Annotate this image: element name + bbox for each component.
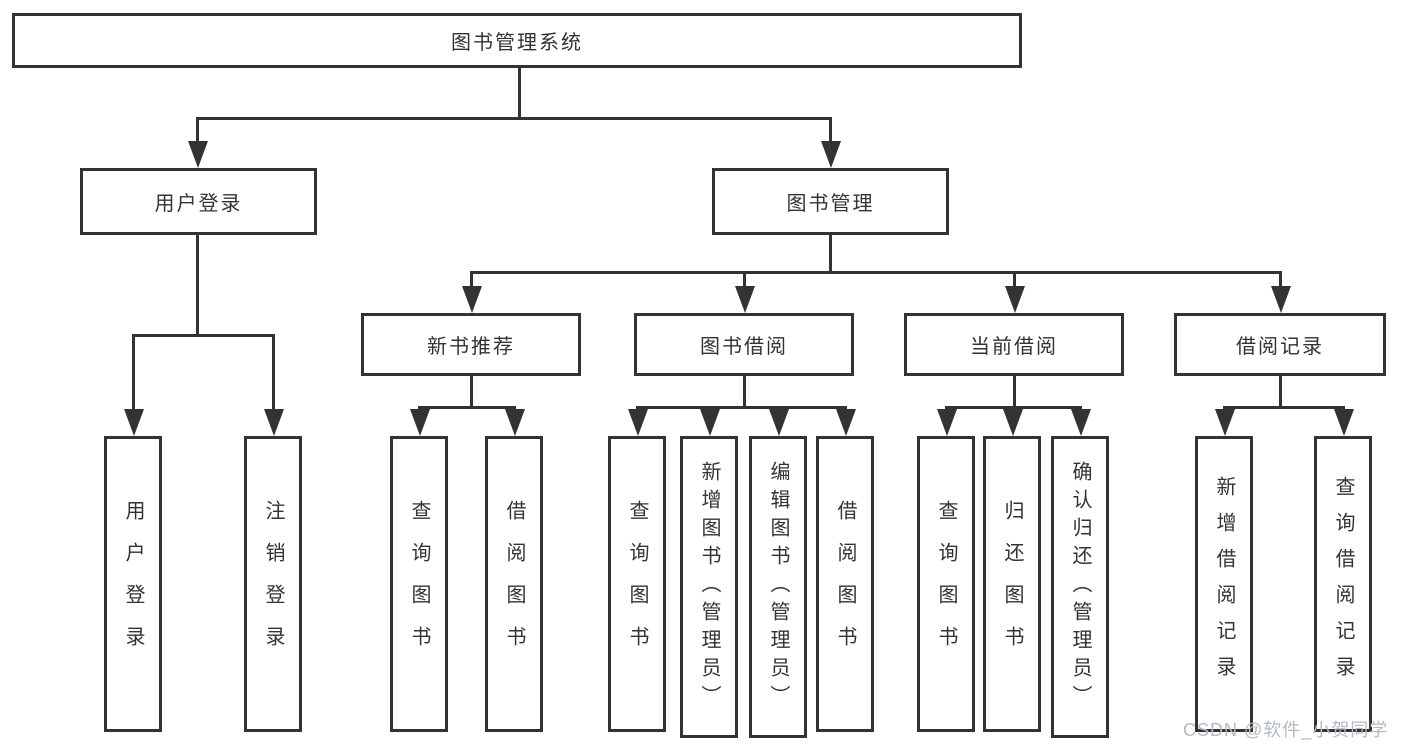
connector-line <box>743 271 746 289</box>
node-label: 新书推荐 <box>427 336 515 358</box>
node-label: 新增图书（管理员） <box>698 461 720 713</box>
connector-line <box>829 235 832 274</box>
arrow-down-icon <box>410 409 430 436</box>
watermark: CSDN @软件_小贺同学 <box>1183 720 1389 740</box>
arrow-down-icon <box>505 409 525 436</box>
leaf-rec-query-books: 查询图书 <box>390 436 448 732</box>
node-book-borrow: 图书借阅 <box>634 313 854 376</box>
node-book-management: 图书管理 <box>712 168 949 235</box>
arrow-down-icon <box>628 409 648 436</box>
node-label: 图书管理 <box>786 193 875 215</box>
arrow-down-icon <box>124 409 144 436</box>
connector-line <box>196 235 199 337</box>
connector-line <box>945 406 1082 409</box>
connector-line <box>636 406 847 409</box>
arrow-down-icon <box>1271 286 1291 313</box>
node-root: 图书管理系统 <box>12 13 1022 68</box>
arrow-down-icon <box>1003 409 1023 436</box>
leaf-br-add-record: 新增借阅记录 <box>1195 436 1253 732</box>
connector-line <box>132 334 135 412</box>
connector-line <box>1013 376 1016 409</box>
node-borrow-records: 借阅记录 <box>1174 313 1386 376</box>
arrow-down-icon <box>1334 409 1354 436</box>
leaf-br-query-record: 查询借阅记录 <box>1314 436 1372 732</box>
node-label: 新增借阅记录 <box>1213 476 1235 692</box>
node-label: 查询图书 <box>408 500 430 668</box>
connector-line <box>196 117 832 120</box>
node-current-borrow: 当前借阅 <box>904 313 1124 376</box>
node-label: 借阅图书 <box>503 500 525 668</box>
arrow-down-icon <box>1005 286 1025 313</box>
node-label: 图书借阅 <box>700 336 788 358</box>
leaf-cb-confirm-return-admin: 确认归还（管理员） <box>1051 436 1109 738</box>
arrow-down-icon <box>1071 409 1091 436</box>
leaf-cb-return-books: 归还图书 <box>983 436 1041 732</box>
node-new-book-recommend: 新书推荐 <box>361 313 581 376</box>
connector-line <box>1013 271 1016 289</box>
arrow-down-icon <box>462 286 482 313</box>
leaf-bb-edit-books-admin: 编辑图书（管理员） <box>749 436 807 738</box>
leaf-bb-borrow-books: 借阅图书 <box>816 436 874 732</box>
node-user-login: 用户登录 <box>80 168 317 235</box>
leaf-bb-add-books-admin: 新增图书（管理员） <box>680 436 738 738</box>
node-label: 归还图书 <box>1001 500 1023 668</box>
node-label: 查询图书 <box>626 500 648 668</box>
arrow-down-icon <box>769 409 789 436</box>
arrow-down-icon <box>700 409 720 436</box>
leaf-logout: 注销登录 <box>244 436 302 732</box>
leaf-user-login: 用户登录 <box>104 436 162 732</box>
arrow-down-icon <box>735 286 755 313</box>
connector-line <box>470 271 1282 274</box>
connector-line <box>1279 271 1282 289</box>
connector-line <box>1223 406 1345 409</box>
arrow-down-icon <box>821 141 841 168</box>
connector-line <box>518 68 521 119</box>
connector-line <box>418 406 516 409</box>
node-label: 用户登录 <box>154 193 243 215</box>
connector-line <box>196 117 199 145</box>
connector-line <box>1279 376 1282 409</box>
arrow-down-icon <box>1215 409 1235 436</box>
leaf-cb-query-books: 查询图书 <box>917 436 975 732</box>
node-label: 查询图书 <box>935 500 957 668</box>
leaf-rec-borrow-books: 借阅图书 <box>485 436 543 732</box>
node-label: 确认归还（管理员） <box>1069 461 1091 713</box>
connector-line <box>743 376 746 409</box>
node-label: 注销登录 <box>262 500 284 668</box>
node-label: 借阅图书 <box>834 500 856 668</box>
connector-line <box>829 117 832 145</box>
arrow-down-icon <box>836 409 856 436</box>
node-label: 编辑图书（管理员） <box>767 461 789 713</box>
leaf-bb-query-books: 查询图书 <box>608 436 666 732</box>
node-label: 借阅记录 <box>1236 336 1324 358</box>
connector-line <box>272 334 275 412</box>
node-label: 当前借阅 <box>970 336 1058 358</box>
connector-line <box>470 271 473 289</box>
connector-line <box>132 334 275 337</box>
node-label: 查询借阅记录 <box>1332 476 1354 692</box>
arrow-down-icon <box>188 141 208 168</box>
arrow-down-icon <box>264 409 284 436</box>
node-label: 图书管理系统 <box>451 32 583 54</box>
connector-line <box>470 376 473 409</box>
arrow-down-icon <box>937 409 957 436</box>
node-label: 用户登录 <box>122 500 144 668</box>
